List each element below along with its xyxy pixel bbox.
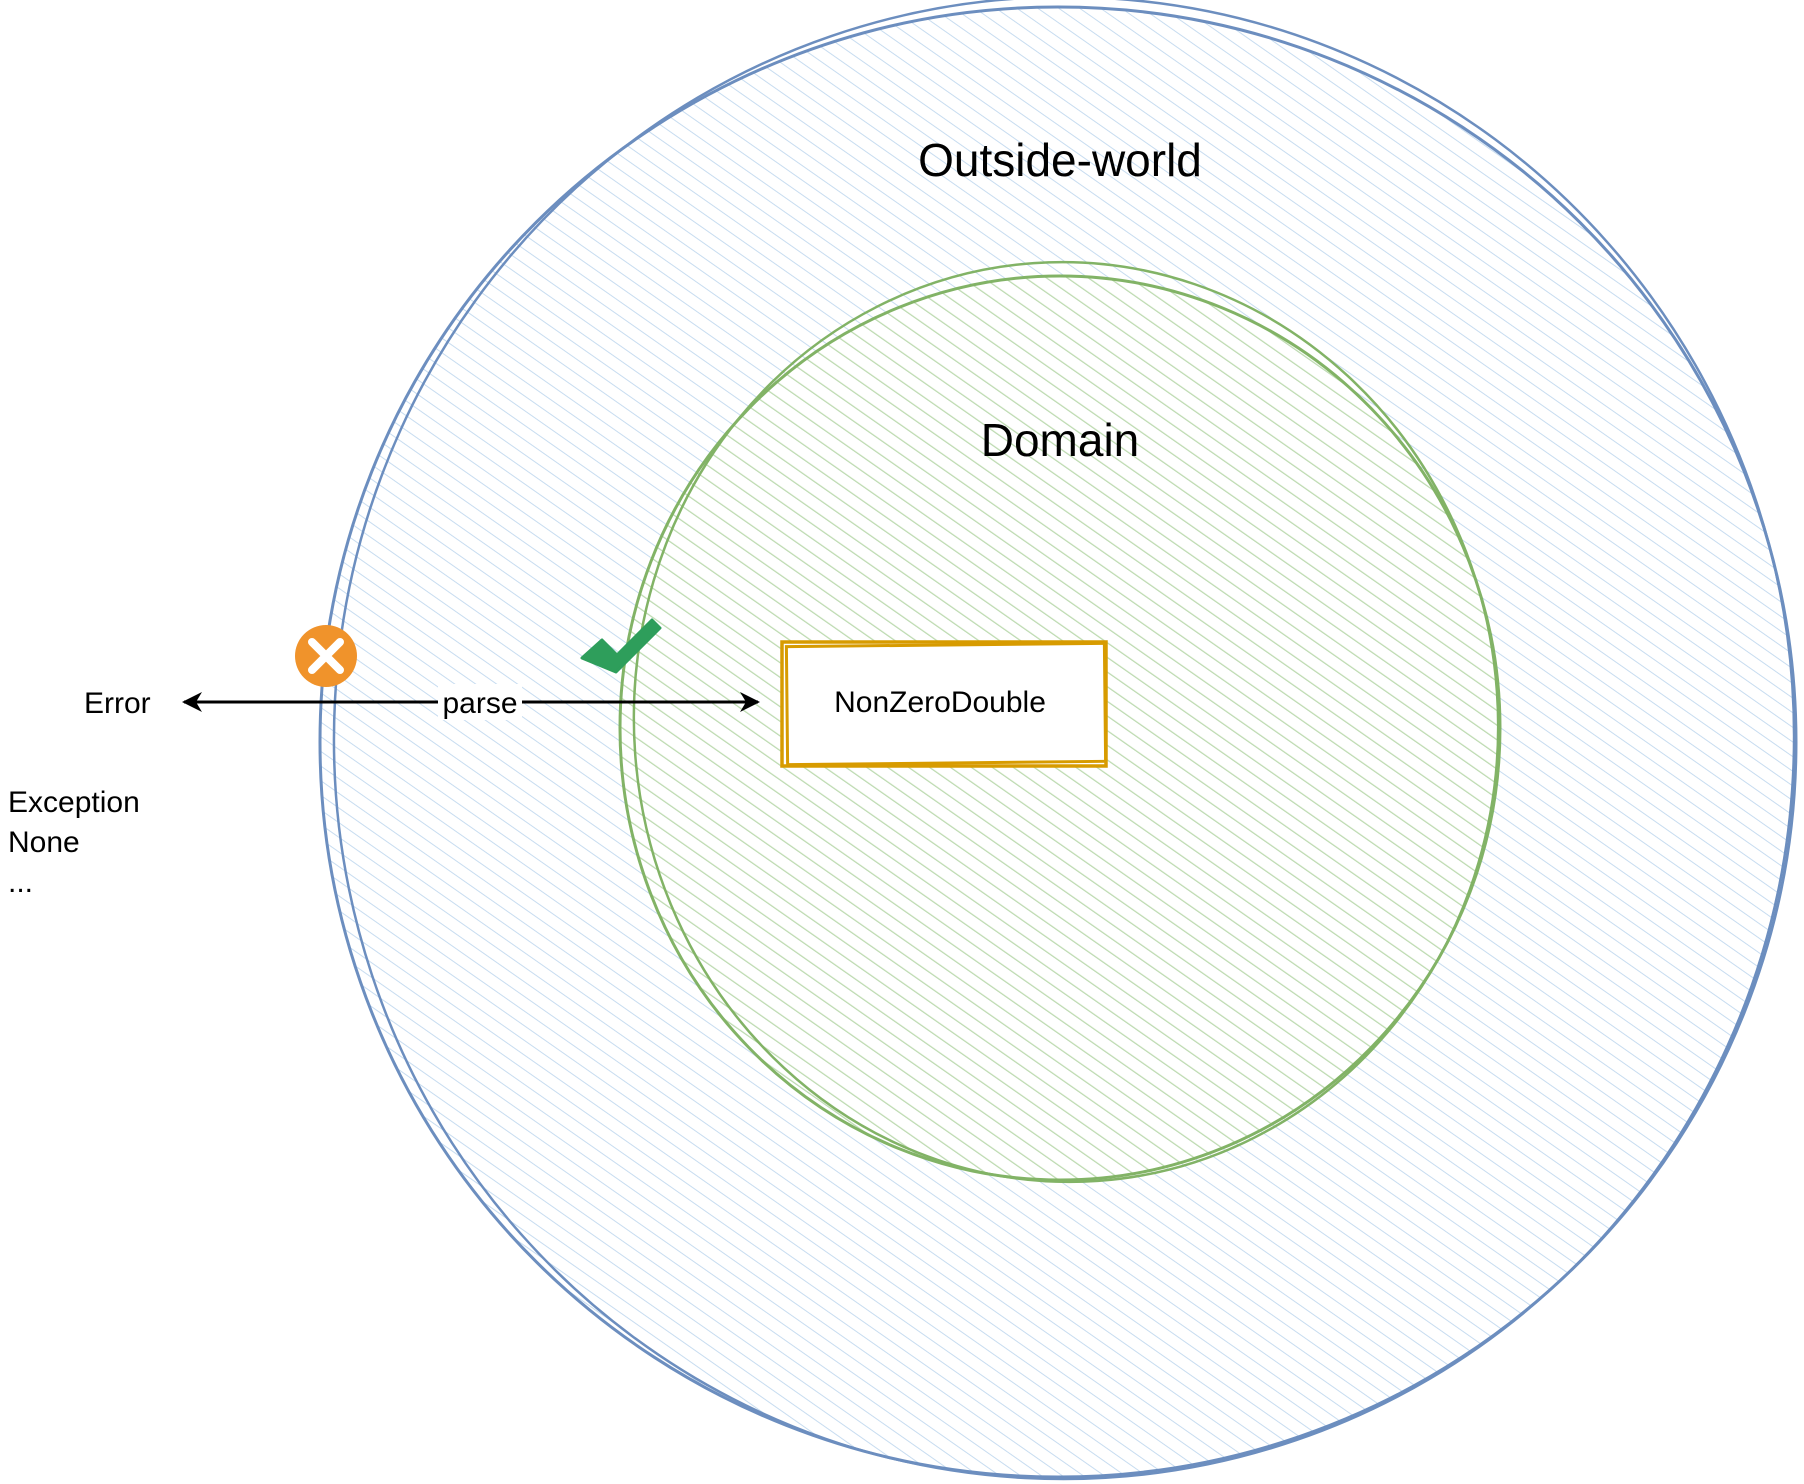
close-circle-icon [295,625,357,687]
error-label: Error [84,687,151,720]
nonzerodouble-label: NonZeroDouble [834,686,1046,719]
error-kind-more: ... [8,866,33,899]
nonzerodouble-box-frame-sketch [784,641,1108,767]
outside-world-border [318,5,1798,1479]
parse-label: parse [442,687,517,720]
error-kind-exception: Exception [8,786,140,819]
parse-label-background [438,684,522,720]
domain-label: Domain [981,414,1140,466]
outside-world-label: Outside-world [918,134,1202,186]
error-kinds-note: Exception None ... [8,786,140,899]
domain-border-sketch [632,260,1500,1184]
parse-arrow: parse [182,684,760,720]
error-kind-none: None [8,826,80,859]
nonzerodouble-box[interactable]: NonZeroDouble [780,640,1108,768]
nonzerodouble-box-frame [780,640,1108,768]
domain-border [618,274,1502,1182]
check-icon [580,618,662,674]
